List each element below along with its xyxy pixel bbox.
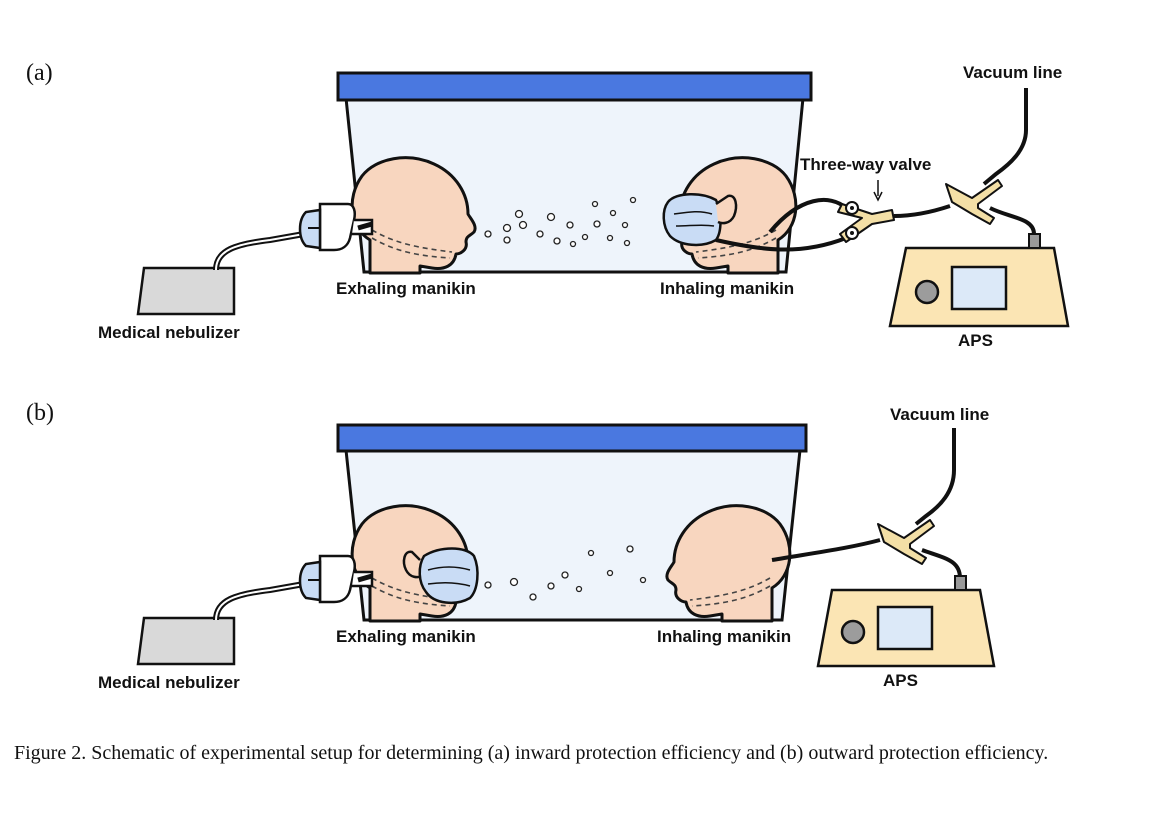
medical-nebulizer-box-a (136, 266, 236, 316)
panel-b-tag: (b) (26, 400, 54, 426)
panel-a-tag: (a) (26, 60, 53, 86)
nebulizer-tube-b (213, 581, 305, 621)
panel-b: (b) V (26, 400, 996, 692)
label-aps-a: APS (958, 331, 993, 350)
aerosol-particles-b (484, 545, 647, 601)
figure-caption: Figure 2. Schematic of experimental setu… (14, 742, 1049, 764)
three-way-valve (837, 201, 895, 243)
label-aps-b: APS (883, 671, 918, 690)
label-exhaling-manikin-a: Exhaling manikin (336, 279, 476, 298)
chamber-lid-b (336, 423, 808, 453)
vacuum-line-tube-a (982, 88, 1028, 186)
aerosol-particles-a (484, 196, 637, 248)
label-inhaling-manikin-a: Inhaling manikin (660, 279, 794, 298)
aps-knob-a (914, 279, 940, 305)
label-medical-nebulizer-b: Medical nebulizer (98, 673, 240, 692)
face-mask-a (662, 193, 722, 247)
sampling-tube-b (771, 538, 881, 562)
label-vacuum-line-b: Vacuum line (890, 405, 989, 424)
face-mask-b (418, 547, 479, 605)
label-medical-nebulizer-a: Medical nebulizer (98, 323, 240, 342)
y-connector-b (877, 519, 935, 565)
panel-a: (a) (26, 60, 1070, 350)
aps-screen-b (876, 605, 934, 651)
aps-knob-b (840, 619, 866, 645)
vacuum-line-tube-b (914, 428, 956, 526)
label-inhaling-manikin-b: Inhaling manikin (657, 627, 791, 646)
nebulizer-tube-a (213, 231, 305, 271)
medical-nebulizer-box-b (136, 616, 236, 666)
aps-screen-a (950, 265, 1008, 311)
label-three-way-valve: Three-way valve (800, 155, 931, 174)
schematic-diagram: (a) (26, 60, 1070, 692)
label-exhaling-manikin-b: Exhaling manikin (336, 627, 476, 646)
label-vacuum-line-a: Vacuum line (963, 63, 1062, 82)
chamber-lid-a (336, 71, 813, 102)
y-connector-a (945, 179, 1003, 225)
sampling-tube-a (715, 236, 847, 252)
